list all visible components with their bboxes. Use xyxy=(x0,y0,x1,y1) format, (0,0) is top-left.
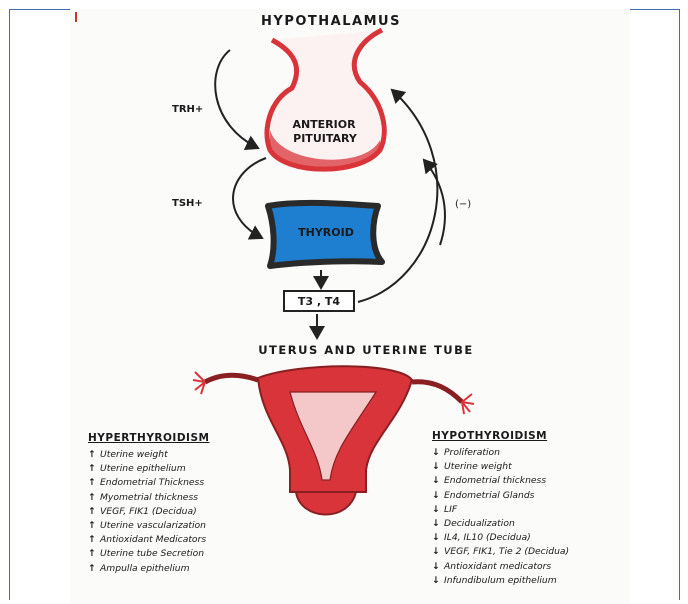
list-item-text: Endometrial thickness xyxy=(444,475,546,486)
up-arrow-icon: ↑ xyxy=(88,519,100,533)
up-arrow-icon: ↑ xyxy=(88,476,100,490)
hypothalamus-label: HYPOTHALAMUS xyxy=(261,14,401,29)
list-item: ↓Antioxidant medicators xyxy=(432,560,632,574)
list-item: ↓IL4, IL10 (Decidua) xyxy=(432,531,632,545)
list-item-text: Uterine tube Secretion xyxy=(100,548,204,559)
hormones-label: T3 , T4 xyxy=(298,295,340,308)
list-item-text: Antioxidant Medicators xyxy=(100,534,206,545)
hyperthyroidism-heading: HYPERTHYROIDISM xyxy=(88,432,258,444)
list-item-text: Ampulla epithelium xyxy=(100,563,190,574)
list-item: ↑Uterine weight xyxy=(88,448,258,462)
up-arrow-icon: ↑ xyxy=(88,462,100,476)
list-item-text: Decidualization xyxy=(444,518,515,529)
list-item: ↓VEGF, FIK1, Tie 2 (Decidua) xyxy=(432,545,632,559)
list-item: ↓LIF xyxy=(432,503,632,517)
hypothyroidism-panel: HYPOTHYROIDISM ↓Proliferation↓Uterine we… xyxy=(432,430,632,588)
list-item-text: IL4, IL10 (Decidua) xyxy=(444,532,531,543)
list-item: ↑Uterine vascularization xyxy=(88,519,258,533)
anterior-label: ANTERIOR xyxy=(292,118,356,131)
up-arrow-icon: ↑ xyxy=(88,448,100,462)
list-item-text: LIF xyxy=(444,504,457,515)
pituitary-label: PITUITARY xyxy=(293,132,358,145)
list-item: ↑Endometrial Thickness xyxy=(88,476,258,490)
down-arrow-icon: ↓ xyxy=(432,545,444,559)
list-item: ↑VEGF, FIK1 (Decidua) xyxy=(88,505,258,519)
down-arrow-icon: ↓ xyxy=(432,517,444,531)
hyperthyroidism-panel: HYPERTHYROIDISM ↑Uterine weight↑Uterine … xyxy=(88,432,258,576)
list-item-text: Infundibulum epithelium xyxy=(444,575,557,586)
tsh-label: TSH+ xyxy=(172,198,203,209)
tsh-arrow xyxy=(233,158,266,238)
feedback-arrow-short xyxy=(424,160,445,245)
down-arrow-icon: ↓ xyxy=(432,446,444,460)
up-arrow-icon: ↑ xyxy=(88,533,100,547)
hypothyroidism-heading: HYPOTHYROIDISM xyxy=(432,430,632,442)
list-item: ↓Decidualization xyxy=(432,517,632,531)
list-item: ↑Uterine epithelium xyxy=(88,462,258,476)
list-item-text: VEGF, FIK1, Tie 2 (Decidua) xyxy=(444,546,569,557)
list-item: ↓Uterine weight xyxy=(432,460,632,474)
uterus-title: UTERUS AND UTERINE TUBE xyxy=(258,343,474,357)
list-item: ↑Ampulla epithelium xyxy=(88,562,258,576)
down-arrow-icon: ↓ xyxy=(432,474,444,488)
list-item-text: Proliferation xyxy=(444,447,500,458)
list-item: ↓Proliferation xyxy=(432,446,632,460)
down-arrow-icon: ↓ xyxy=(432,489,444,503)
up-arrow-icon: ↑ xyxy=(88,547,100,561)
up-arrow-icon: ↑ xyxy=(88,562,100,576)
down-arrow-icon: ↓ xyxy=(432,503,444,517)
list-item-text: Myometrial thickness xyxy=(100,492,198,503)
list-item: ↓Infundibulum epithelium xyxy=(432,574,632,588)
list-item: ↑Antioxidant Medicators xyxy=(88,533,258,547)
feedback-label: (−) xyxy=(455,199,471,210)
down-arrow-icon: ↓ xyxy=(432,460,444,474)
down-arrow-icon: ↓ xyxy=(432,560,444,574)
list-item: ↑Myometrial thickness xyxy=(88,491,258,505)
list-item-text: Uterine weight xyxy=(100,449,168,460)
list-item-text: Uterine weight xyxy=(444,461,512,472)
list-item: ↓Endometrial Glands xyxy=(432,489,632,503)
list-item: ↓Endometrial thickness xyxy=(432,474,632,488)
hypothyroidism-list: ↓Proliferation↓Uterine weight↓Endometria… xyxy=(432,446,632,588)
list-item-text: Uterine vascularization xyxy=(100,520,206,531)
list-item-text: Antioxidant medicators xyxy=(444,561,551,572)
up-arrow-icon: ↑ xyxy=(88,491,100,505)
down-arrow-icon: ↓ xyxy=(432,531,444,545)
list-item: ↑Uterine tube Secretion xyxy=(88,547,258,561)
list-item-text: Uterine epithelium xyxy=(100,463,186,474)
list-item-text: VEGF, FIK1 (Decidua) xyxy=(100,506,197,517)
hyperthyroidism-list: ↑Uterine weight↑Uterine epithelium↑Endom… xyxy=(88,448,258,576)
trh-label: TRH+ xyxy=(172,104,203,115)
down-arrow-icon: ↓ xyxy=(432,574,444,588)
thyroid-label: THYROID xyxy=(298,226,354,239)
list-item-text: Endometrial Thickness xyxy=(100,477,204,488)
list-item-text: Endometrial Glands xyxy=(444,490,534,501)
up-arrow-icon: ↑ xyxy=(88,505,100,519)
trh-arrow xyxy=(215,50,258,148)
